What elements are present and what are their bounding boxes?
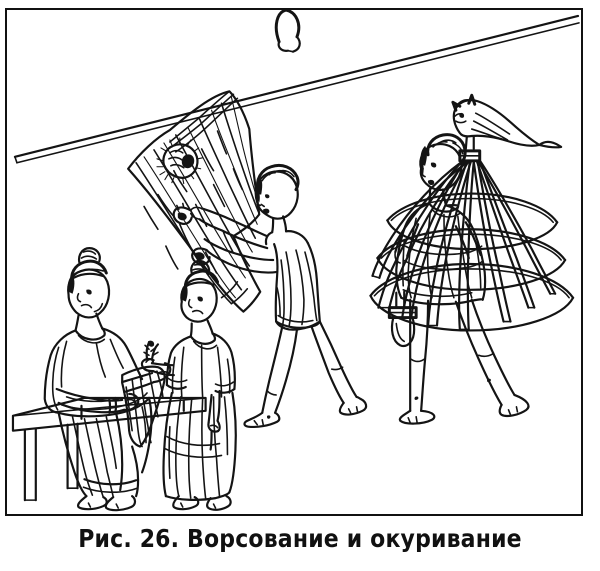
standing-girl-skirt — [162, 391, 237, 511]
seated-woman-head — [67, 247, 111, 332]
standing-girl-head — [180, 259, 220, 338]
cage-hoop-middle — [376, 228, 567, 291]
standing-girl — [140, 259, 237, 511]
napping-man-legs — [243, 320, 368, 429]
standing-girl-tunic — [165, 332, 236, 398]
seated-woman-group — [11, 247, 207, 512]
hanging-pole — [13, 14, 580, 164]
cage-hoop-bottom — [369, 262, 575, 332]
teasel-icon — [143, 340, 160, 361]
napping-man — [172, 163, 368, 429]
draped-cloth — [127, 90, 262, 313]
scene-illustration — [7, 10, 581, 514]
napping-man-tunic — [273, 242, 321, 331]
napping-man-arms — [172, 202, 309, 274]
cage-hoop-top — [386, 192, 559, 251]
suspension-hook-icon — [274, 10, 301, 53]
standing-girl-arm — [140, 340, 221, 451]
owl — [451, 93, 563, 150]
napping-man-head — [254, 163, 300, 234]
cloth-emblem-motif — [156, 137, 204, 185]
sulfur-pot — [387, 290, 418, 348]
illustration-frame — [5, 8, 583, 516]
wicker-cage — [369, 149, 575, 348]
seated-woman-skirt — [57, 396, 153, 512]
cage-carrier-legs — [398, 298, 530, 425]
figure-caption: Рис. 26. Ворсование и окуривание — [78, 524, 522, 553]
